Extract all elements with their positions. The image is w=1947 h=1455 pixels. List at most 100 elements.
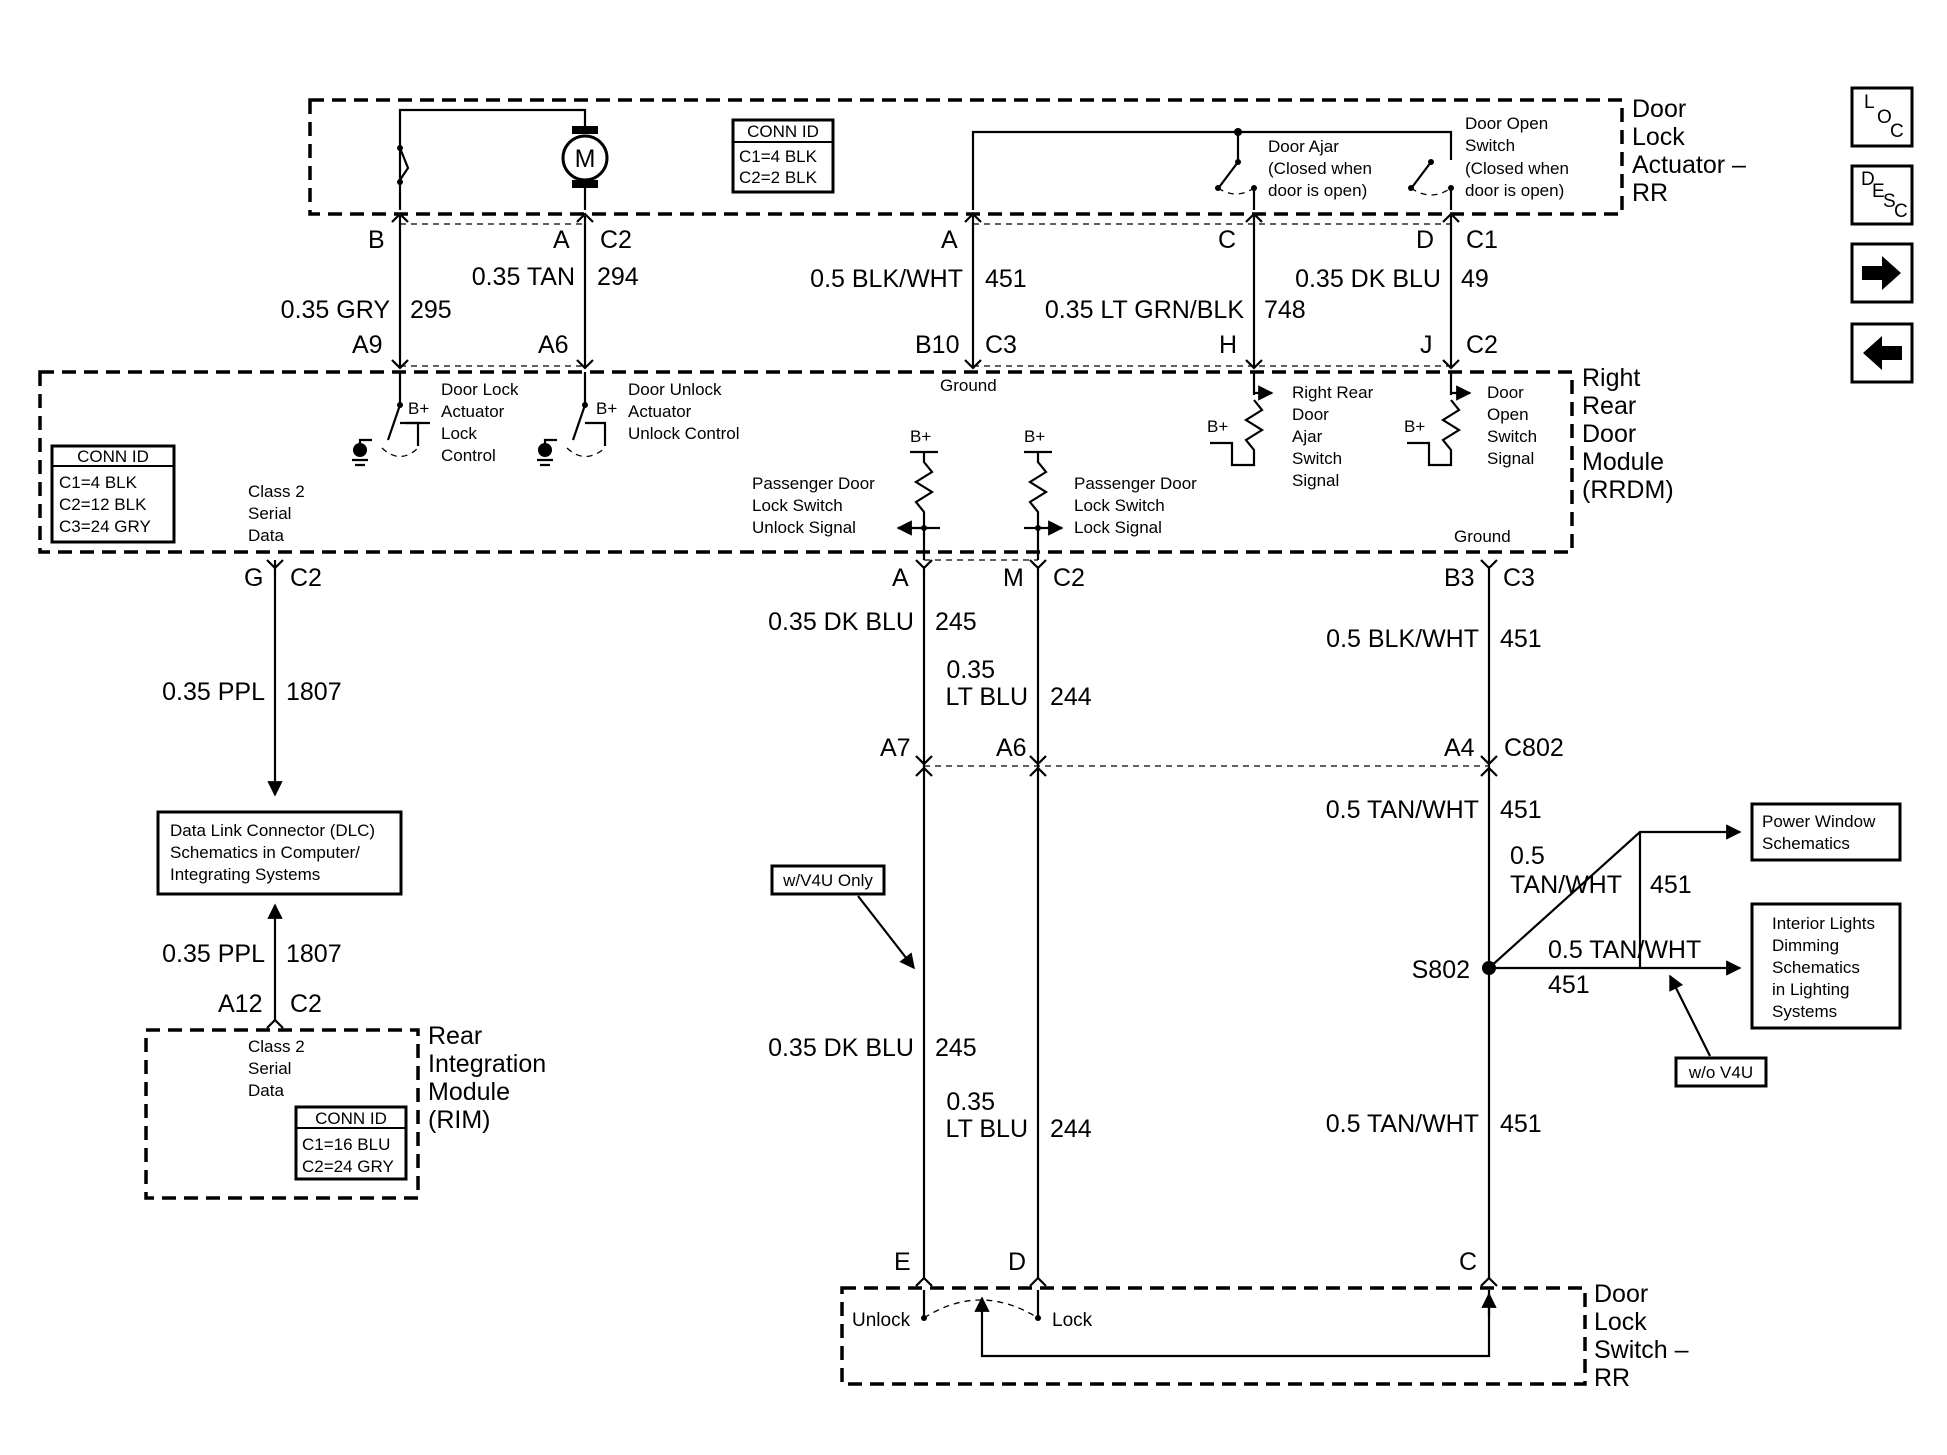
control-label: Lock [441,424,477,443]
ref-label: Schematics [1772,958,1860,977]
b-plus-label: B+ [1024,427,1045,446]
pin-label: A7 [880,734,911,762]
pin-label: A12 [218,990,262,1018]
connector-c802: A7 A6 A4 C802 [880,734,1564,762]
component-label: RR [1632,179,1668,207]
wire-color: 0.5 TAN/WHT [1548,936,1701,964]
connector-pins-switch: E D C [894,1248,1477,1276]
signal-label: Passenger Door [752,474,875,493]
rrdm-module: Right Rear Door Module (RRDM) CONN ID C1… [38,364,1674,560]
conn-id-title: CONN ID [77,447,149,466]
dlc-label: Data Link Connector (DLC) [170,821,375,840]
signal-label: Switch [1292,449,1342,468]
wire-number: 295 [410,296,452,324]
control-label: Control [441,446,496,465]
wire-color: 0.35 LT GRN/BLK [1045,296,1244,324]
component-label: RR [1594,1364,1630,1392]
back-button[interactable] [1850,322,1914,384]
desc-letter: C [1894,201,1908,222]
wire-color: 0.35 [946,1088,995,1116]
class2-label: Data [248,526,284,545]
pin-label: A [553,226,570,254]
ground-label: Ground [1454,527,1511,546]
switch-label: Door Open [1465,114,1548,133]
pin-label: C1 [1466,226,1498,254]
ref-label: Power Window [1762,812,1876,831]
wire-color: LT BLU [946,1115,1028,1143]
wire-color: 0.35 PPL [162,940,265,968]
signal-label: Door [1292,405,1329,424]
ref-label: in Lighting [1772,980,1850,999]
dlc-label: Integrating Systems [170,865,320,884]
switch-label: door is open) [1465,181,1564,200]
wire-number: 244 [1050,1115,1092,1143]
signal-label: Ajar [1292,427,1323,446]
pin-label: C2 [600,226,632,254]
wire-number: 244 [1050,683,1092,711]
door-lock-switch: Door Lock Switch – RR Unlock Lock [840,1280,1689,1392]
b-plus-label: B+ [1207,417,1228,436]
pin-label: A [892,564,909,592]
component-label: Switch – [1594,1336,1689,1364]
power-window-box[interactable]: Power Window Schematics [1750,802,1902,862]
v4u-only-tag: w/V4U Only [770,864,915,970]
signal-label: Switch [1487,427,1537,446]
conn-id-entry: C1=4 BLK [739,147,818,166]
pin-label: E [894,1248,911,1276]
switch-label: Switch [1465,136,1515,155]
signal-label: Open [1487,405,1529,424]
pin-label: C2 [290,564,322,592]
component-label: Lock [1632,123,1685,151]
wire-color: 0.35 TAN [472,263,575,291]
component-label: Rear [1582,392,1636,420]
pin-label: A [941,226,958,254]
b-plus-label: B+ [408,399,429,418]
pin-label: H [1219,331,1237,359]
connector-pins-rrdm-bottom: G C2 A M C2 B3 C3 [244,564,1535,592]
wire-color: 0.35 [946,656,995,684]
wire-color: 0.35 GRY [281,296,391,324]
loc-button[interactable]: L O C [1850,86,1914,148]
wire-labels-top: 0.35 GRY 295 0.35 TAN 294 0.5 BLK/WHT 45… [281,263,1489,324]
wire-color: 0.5 BLK/WHT [1326,625,1479,653]
pin-label: C3 [1503,564,1535,592]
pin-label: A4 [1444,734,1475,762]
conn-id-title: CONN ID [315,1109,387,1128]
pin-label: A6 [996,734,1027,762]
desc-button[interactable]: D E S C [1850,164,1914,226]
signal-label: Lock Signal [1074,518,1162,537]
pin-label: B10 [915,331,959,359]
forward-button[interactable] [1850,242,1914,304]
dlc-label: Schematics in Computer/ [170,843,360,862]
ground-label: Ground [940,376,997,395]
pin-label: C [1459,1248,1477,1276]
conn-id-entry: C2=24 GRY [302,1157,394,1176]
signal-label: Unlock Signal [752,518,856,537]
rim-module: Rear Integration Module (RIM) Class 2 Se… [144,1022,546,1200]
dlc-box[interactable]: Data Link Connector (DLC) Schematics in … [156,810,403,896]
motor-label: M [575,145,596,173]
component-label: Door [1582,420,1636,448]
conn-id-entry: C2=2 BLK [739,168,818,187]
switch-position-label: Lock [1052,1310,1093,1331]
class2-label: Serial [248,504,291,523]
component-label: Integration [428,1050,546,1078]
class2-label: Class 2 [248,482,305,501]
wire-number: 294 [597,263,639,291]
loc-letter: O [1877,107,1892,128]
class2-label: Data [248,1081,284,1100]
splice-label: S802 [1412,956,1470,984]
pin-label: M [1003,564,1024,592]
ref-label: Schematics [1762,834,1850,853]
switch-label: (Closed when [1465,159,1569,178]
wire-color: 0.5 BLK/WHT [810,265,963,293]
pin-label: C2 [1053,564,1085,592]
loc-letter: L [1864,92,1875,113]
interior-lights-box[interactable]: Interior Lights Dimming Schematics in Li… [1750,902,1902,1030]
conn-id-entry: C1=16 BLU [302,1135,390,1154]
component-label: Actuator – [1632,151,1746,179]
class2-label: Serial [248,1059,291,1078]
component-label: Rear [428,1022,482,1050]
